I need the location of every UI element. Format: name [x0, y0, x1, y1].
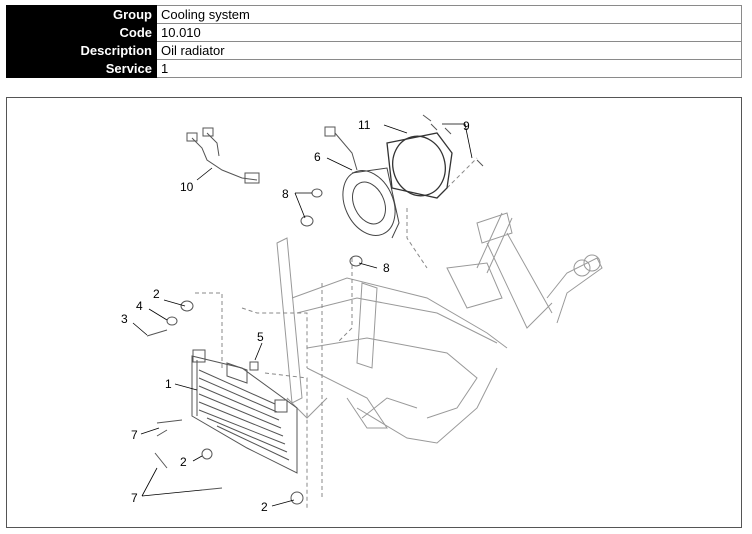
oil-radiator-drawing: [191, 349, 298, 474]
exploded-parts-diagram: 10 11 9 6 8 8 2 4 3 5 1 7 2 7 2: [6, 97, 742, 528]
group-row: Group Cooling system: [6, 5, 742, 24]
callouts: 10 11 9 6 8 8 2 4 3 5 1 7 2 7 2: [121, 118, 470, 514]
callout-9: 9: [463, 119, 470, 133]
callout-7-upper: 7: [131, 428, 138, 442]
callout-8-lower: 8: [383, 261, 390, 275]
callout-3: 3: [121, 312, 128, 326]
callout-5: 5: [257, 330, 264, 344]
service-value: 1: [156, 59, 742, 78]
fastener-parts-drawing: [146, 300, 304, 505]
fan-cover-drawing: [386, 132, 453, 199]
group-value: Cooling system: [156, 5, 742, 24]
part-info-table: Group Cooling system Code 10.010 Descrip…: [6, 5, 742, 78]
callout-2-upper: 2: [153, 287, 160, 301]
leader-lines: [132, 123, 473, 507]
callout-8-upper: 8: [282, 187, 289, 201]
diagram-drawing: 10 11 9 6 8 8 2 4 3 5 1 7 2 7 2: [121, 114, 603, 514]
code-value: 10.010: [156, 23, 742, 42]
code-label: Code: [6, 23, 157, 42]
callout-2-middle: 2: [180, 455, 187, 469]
callout-1: 1: [165, 377, 172, 391]
callout-11: 11: [358, 118, 371, 132]
bushings-drawing: [300, 188, 363, 267]
callout-4: 4: [136, 299, 143, 313]
description-label: Description: [6, 41, 157, 60]
group-label: Group: [6, 5, 157, 24]
screws-drawing: [422, 114, 484, 167]
guide-lines: [195, 157, 478, 508]
description-value: Oil radiator: [156, 41, 742, 60]
service-label: Service: [6, 59, 157, 78]
code-row: Code 10.010: [6, 23, 742, 42]
fan-connector-drawing: [324, 126, 358, 171]
fan-drawing: [342, 167, 400, 239]
callout-7-lower: 7: [131, 491, 138, 505]
callout-10: 10: [180, 180, 194, 194]
description-row: Description Oil radiator: [6, 41, 742, 60]
callout-6: 6: [314, 150, 321, 164]
frame-drawing: [276, 212, 603, 444]
callout-2-lower: 2: [261, 500, 268, 514]
service-row: Service 1: [6, 59, 742, 78]
wiring-harness-drawing: [186, 127, 260, 184]
